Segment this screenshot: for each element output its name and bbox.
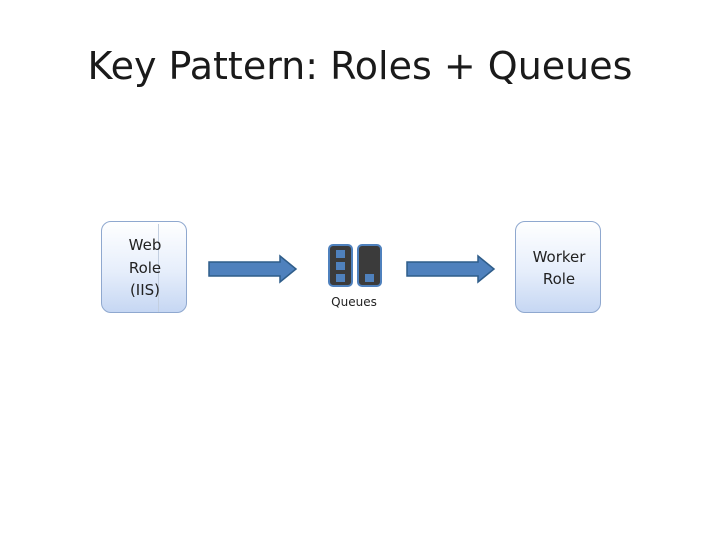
worker-role-label-line-2: Role <box>542 270 576 288</box>
queue-1-item-3 <box>336 274 345 282</box>
web-role-label-line-1: Web <box>128 236 162 254</box>
arrow-web-to-queues <box>208 254 298 284</box>
queue-1-icon <box>328 244 353 287</box>
worker-role-label-line-1: Worker <box>532 248 586 266</box>
web-role-label-line-3: (IIS) <box>129 281 161 299</box>
queue-2-icon <box>357 244 382 287</box>
slide-title: Key Pattern: Roles + Queues <box>87 44 633 88</box>
queues-label: Queues <box>331 295 377 309</box>
worker-role-box: Worker Role <box>515 221 601 313</box>
queue-1-item-1 <box>336 250 345 258</box>
queue-2-item-1 <box>365 274 374 282</box>
queue-1-item-2 <box>336 262 345 270</box>
worker-role-label: Worker Role <box>516 246 602 290</box>
web-role-label: Web Role (IIS) <box>102 234 188 302</box>
web-role-box: Web Role (IIS) <box>101 221 187 313</box>
web-role-label-line-2: Role <box>128 258 162 277</box>
web-role-divider <box>158 224 159 312</box>
arrow-queues-to-worker <box>406 254 496 284</box>
